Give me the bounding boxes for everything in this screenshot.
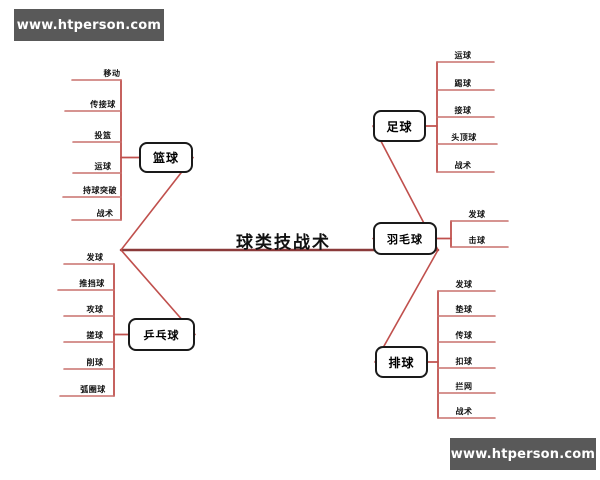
leaf-football-3[interactable]: 头顶球 — [451, 133, 477, 142]
trunk-link-volleyball — [374, 249, 439, 363]
leaf-pingpong-1[interactable]: 推挡球 — [79, 279, 105, 288]
node-label: 羽毛球 — [387, 232, 423, 246]
watermark-top-left: www.htperson.com — [14, 9, 164, 41]
leaf-volleyball-2[interactable]: 传球 — [455, 331, 473, 340]
leaf-volleyball-4[interactable]: 拦网 — [455, 382, 473, 391]
node-label: 足球 — [386, 119, 413, 134]
node-volleyball[interactable]: 排球 — [375, 346, 428, 378]
leaf-basketball-5[interactable]: 战术 — [96, 209, 114, 218]
leaf-basketball-2[interactable]: 投篮 — [94, 131, 112, 140]
watermark-bottom-right: www.htperson.com — [450, 438, 596, 470]
leaf-basketball-3[interactable]: 运球 — [94, 162, 112, 171]
node-label: 乒乓球 — [143, 328, 180, 342]
leaf-badminton-1[interactable]: 击球 — [468, 236, 486, 245]
leaf-pingpong-4[interactable]: 削球 — [86, 358, 104, 367]
leaf-football-1[interactable]: 踢球 — [454, 79, 472, 88]
leaf-pingpong-0[interactable]: 发球 — [86, 253, 104, 262]
leaf-badminton-0[interactable]: 发球 — [468, 210, 486, 219]
node-label: 篮球 — [152, 151, 179, 165]
node-badminton[interactable]: 羽毛球 — [373, 222, 437, 255]
leaf-pingpong-5[interactable]: 弧圈球 — [80, 385, 106, 394]
node-label: 排球 — [388, 355, 415, 370]
leaf-football-4[interactable]: 战术 — [454, 161, 472, 170]
leaf-volleyball-1[interactable]: 垫球 — [455, 305, 473, 314]
leaf-basketball-0[interactable]: 移动 — [103, 69, 121, 78]
leaf-volleyball-3[interactable]: 扣球 — [455, 357, 473, 366]
leaf-basketball-1[interactable]: 传接球 — [90, 100, 116, 109]
node-football[interactable]: 足球 — [373, 110, 426, 142]
leaf-volleyball-5[interactable]: 战术 — [455, 407, 473, 416]
central-topic[interactable]: 球类技战术 — [236, 233, 331, 253]
leaf-pingpong-3[interactable]: 搓球 — [86, 331, 104, 340]
leaf-volleyball-0[interactable]: 发球 — [455, 280, 473, 289]
leaf-football-0[interactable]: 运球 — [454, 51, 472, 60]
node-basketball[interactable]: 篮球 — [139, 142, 193, 173]
leaf-pingpong-2[interactable]: 攻球 — [86, 305, 104, 314]
node-pingpong[interactable]: 乒乓球 — [128, 318, 195, 351]
leaf-football-2[interactable]: 接球 — [454, 106, 472, 115]
leaf-basketball-4[interactable]: 持球突破 — [83, 186, 117, 195]
